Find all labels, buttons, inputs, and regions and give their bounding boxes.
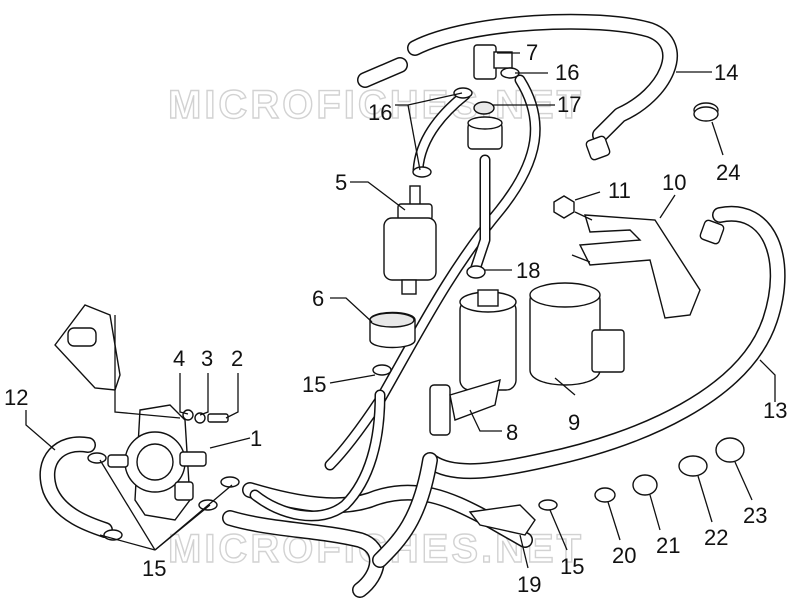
callout-1: 1 <box>250 426 262 451</box>
part-2-3-4-hardware <box>182 409 229 424</box>
callout-16-right: 16 <box>555 60 579 85</box>
callout-17: 17 <box>557 92 581 117</box>
part-6-band <box>369 311 416 349</box>
callout-15-right: 15 <box>560 554 584 579</box>
callout-13: 13 <box>763 398 787 423</box>
part-21-clamp <box>632 474 658 496</box>
part-10-bracket <box>578 214 701 319</box>
callout-19: 19 <box>517 572 541 597</box>
part-bracket-left <box>54 304 121 391</box>
part-22-clamp <box>678 455 708 477</box>
callout-2: 2 <box>231 346 243 371</box>
callout-labels: 1 2 3 4 5 6 7 8 9 10 11 12 13 14 15 15 1… <box>4 40 787 597</box>
hose-pump-return <box>372 452 438 568</box>
callout-8: 8 <box>506 420 518 445</box>
part-20-clamp <box>594 487 616 503</box>
callout-23: 23 <box>743 503 767 528</box>
part-1-fuel-cock <box>107 404 207 521</box>
callout-6: 6 <box>312 286 324 311</box>
callout-7: 7 <box>526 40 538 65</box>
hose-19 <box>242 482 533 548</box>
part-17-grommet <box>467 101 503 150</box>
hose-filter-out <box>249 389 386 522</box>
callout-16-left: 16 <box>368 100 392 125</box>
part-8-fuel-pump <box>429 289 517 436</box>
part-7-fitting <box>473 44 513 80</box>
callout-4: 4 <box>173 346 185 371</box>
hose-13 <box>424 205 786 480</box>
hose-17-18 <box>469 154 491 276</box>
leader-lines <box>25 52 776 569</box>
hose-14 <box>407 13 678 143</box>
callout-11: 11 <box>608 178 631 203</box>
callout-22: 22 <box>704 525 728 550</box>
callout-3: 3 <box>201 346 213 371</box>
pipe-stub-top <box>357 57 408 88</box>
callout-21: 21 <box>656 533 680 558</box>
callout-5: 5 <box>335 170 347 195</box>
part-19-clip <box>468 504 536 536</box>
part-9-sleeve <box>529 282 625 386</box>
hose-19-branch <box>222 510 385 598</box>
part-11-nut <box>553 195 593 263</box>
callout-9: 9 <box>568 410 580 435</box>
part-23-clamp <box>715 437 745 463</box>
callout-18: 18 <box>516 258 540 283</box>
elbow-13 <box>699 219 725 245</box>
hose-12 <box>39 436 113 538</box>
callout-15-mid: 15 <box>302 372 326 397</box>
part-24-clip <box>693 102 719 122</box>
callout-10: 10 <box>662 170 686 195</box>
part-5-fuel-filter <box>383 185 437 295</box>
elbow-14 <box>585 135 611 161</box>
hose-diagonal <box>324 74 541 471</box>
callout-15-bottom: 15 <box>142 556 166 581</box>
callout-12: 12 <box>4 385 28 410</box>
callout-20: 20 <box>612 543 636 568</box>
hose-16-upper <box>412 89 471 176</box>
callout-24: 24 <box>716 160 740 185</box>
callout-14: 14 <box>714 60 738 85</box>
